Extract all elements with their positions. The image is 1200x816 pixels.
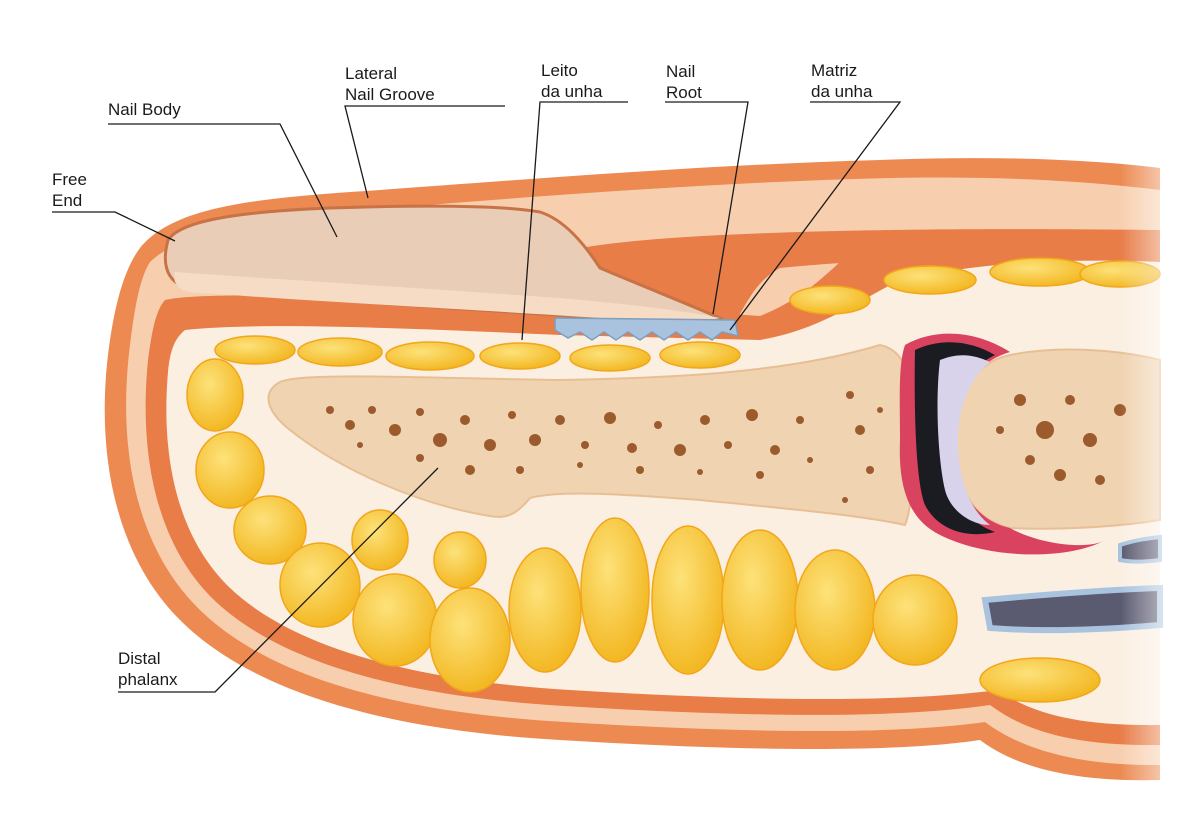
nail-plate-underside [174, 272, 721, 323]
bone-pores [326, 391, 883, 503]
leader-nail-body [108, 123, 338, 238]
leader-matriz-da-unha [729, 101, 902, 331]
leader-lines [52, 101, 902, 693]
leader-distal-phalanx [118, 467, 439, 693]
leader-nail-root [665, 101, 749, 315]
leader-leito-da-unha [521, 101, 628, 341]
label-matriz-da-unha: Matriz da unha [811, 61, 873, 101]
label-free-end: Free End [52, 170, 92, 210]
interphalangeal-joint [899, 333, 1105, 555]
label-lateral-nail-groove: Lateral Nail Groove [345, 64, 435, 104]
label-nail-body: Nail Body [108, 100, 181, 119]
proximal-nail-fold [569, 229, 1160, 340]
finger-illustration [104, 140, 1200, 800]
right-edge-fade [1120, 140, 1200, 800]
leader-free-end [52, 211, 176, 242]
fat-lobules [186, 257, 1161, 703]
label-leito-da-unha: Leito da unha [541, 61, 603, 101]
distal-phalanx-bone [267, 343, 914, 527]
label-nail-root: Nail Root [666, 62, 702, 102]
leader-lateral-nail-groove [344, 105, 505, 199]
nail-matrix [554, 317, 739, 341]
labels: Lateral Nail Groove Leito da unha Nail R… [52, 61, 873, 689]
label-distal-phalanx: Distal phalanx [118, 649, 178, 689]
